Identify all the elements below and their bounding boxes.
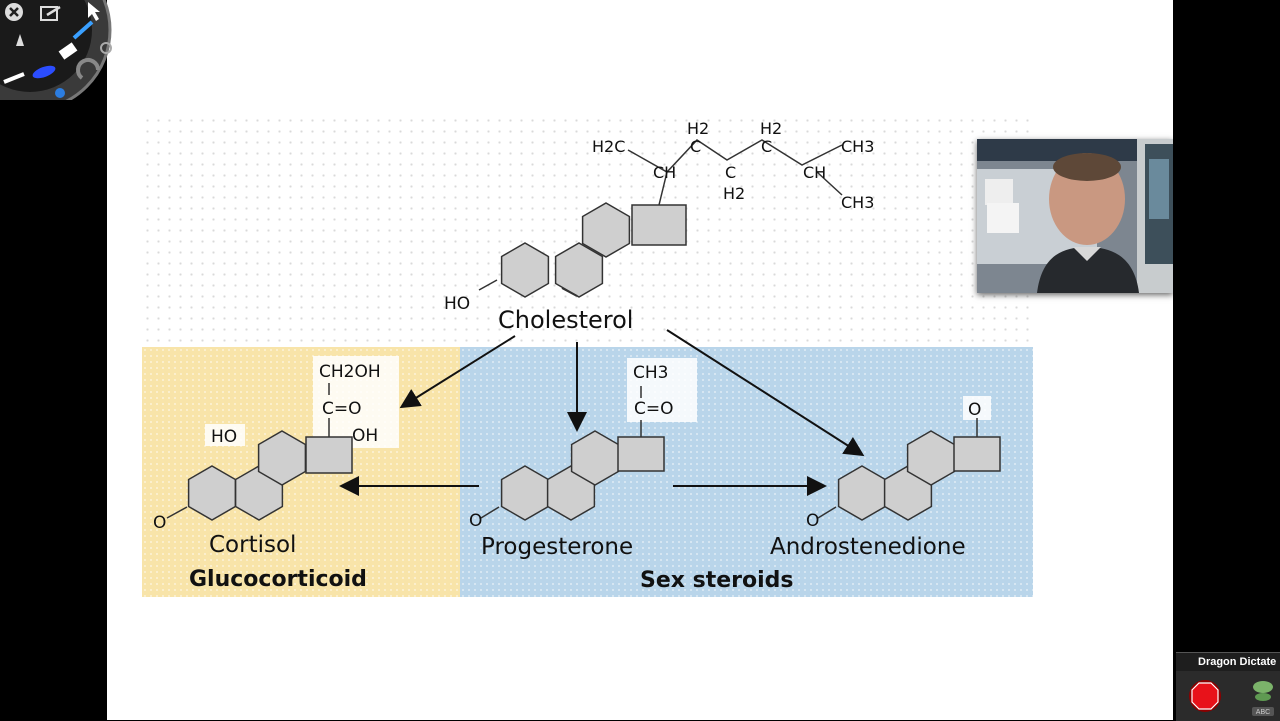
sex-steroid-panel <box>460 347 1033 597</box>
prog-co: C=O <box>634 399 674 419</box>
chol-ch2: CH <box>803 163 826 182</box>
cholesterol-structure <box>478 139 843 298</box>
close-icon[interactable] <box>5 3 23 21</box>
stop-icon[interactable] <box>1188 679 1222 713</box>
chol-ch3-1: CH3 <box>841 137 874 156</box>
glucocorticoid-label: Glucocorticoid <box>189 567 367 592</box>
cholesterol-label: Cholesterol <box>498 306 633 334</box>
chol-h2-3: H2 <box>760 119 782 138</box>
chol-h2-1: H2 <box>687 119 709 138</box>
cortisol-label: Cortisol <box>209 532 296 558</box>
chol-h2c: H2C <box>592 137 625 156</box>
chol-ho: HO <box>444 294 470 314</box>
chol-ch: CH <box>653 163 676 182</box>
chol-c2: C <box>725 163 736 182</box>
cortisol-ch2oh: CH2OH <box>319 362 381 382</box>
prog-ch3: CH3 <box>633 363 668 383</box>
pointer-icon[interactable] <box>88 2 100 21</box>
chol-ch3-2: CH3 <box>841 193 874 212</box>
dragon-title: Dragon Dictate <box>1176 653 1280 671</box>
prog-o: O <box>469 511 482 531</box>
chol-c3: C <box>761 137 772 156</box>
presenter-video <box>977 139 1173 293</box>
chol-c1: C <box>690 137 701 156</box>
pen-icon[interactable] <box>72 20 94 40</box>
cortisol-co: C=O <box>322 399 362 419</box>
dragon-dictate-window[interactable]: Dragon Dictate ABC <box>1176 652 1280 721</box>
progesterone-label: Progesterone <box>481 534 633 560</box>
cortisol-o: O <box>153 513 166 533</box>
arrow-to-cortisol <box>399 335 516 409</box>
andro-o-top: O <box>968 400 981 420</box>
highlighter-icon[interactable] <box>16 34 24 46</box>
microphone-icon[interactable]: ABC <box>1250 677 1276 717</box>
cortisol-structure <box>166 356 399 521</box>
record-dot-icon[interactable] <box>55 88 65 98</box>
arrow-to-androstenedione <box>666 329 865 457</box>
slide-canvas: H2C CH C H2 C H2 C H2 CH CH3 CH3 HO Chol… <box>107 0 1173 720</box>
cortisol-oh: OH <box>352 426 378 446</box>
blue-pen-icon[interactable] <box>31 63 57 81</box>
progesterone-structure <box>480 358 697 521</box>
steroid-pathway-diagram: H2C CH C H2 C H2 C H2 CH CH3 CH3 HO Chol… <box>153 119 1001 593</box>
share-icon[interactable] <box>40 5 61 21</box>
androstenedione-label: Androstenedione <box>770 534 966 560</box>
sex-steroids-label: Sex steroids <box>640 568 794 593</box>
white-pen-icon[interactable] <box>3 72 25 84</box>
undo-icon[interactable] <box>76 58 100 80</box>
chol-h2-2: H2 <box>723 184 745 203</box>
settings-icon[interactable] <box>100 42 112 54</box>
webcam-overlay[interactable] <box>977 139 1173 293</box>
cortisol-ho: HO <box>211 427 237 447</box>
annotation-toolbar <box>0 0 118 112</box>
mic-abc-label: ABC <box>1256 709 1270 716</box>
androstenedione-structure <box>817 396 1001 521</box>
eraser-icon[interactable] <box>58 42 78 60</box>
andro-o: O <box>806 511 819 531</box>
